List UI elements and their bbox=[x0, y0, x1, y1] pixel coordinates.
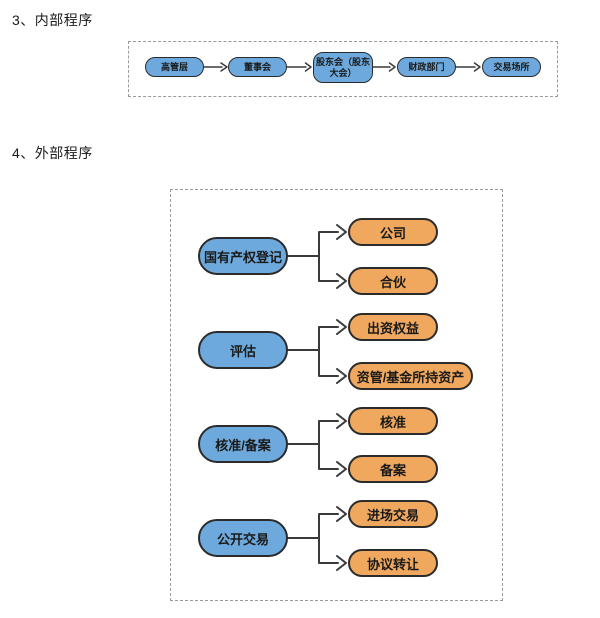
node-approval: 核准 bbox=[348, 407, 438, 435]
node-public-trading: 公开交易 bbox=[198, 519, 288, 557]
heading-internal-procedures: 3、内部程序 bbox=[12, 12, 93, 28]
node-filing: 备案 bbox=[348, 455, 438, 483]
node-evaluation: 评估 bbox=[198, 331, 288, 369]
flow-node-senior-management: 高管层 bbox=[145, 57, 204, 77]
node-agreement-transfer: 协议转让 bbox=[348, 549, 438, 577]
heading-external-procedures: 4、外部程序 bbox=[12, 145, 93, 161]
flow-node-trading-venue: 交易场所 bbox=[482, 57, 541, 77]
internal-flow-container bbox=[128, 41, 558, 97]
node-on-market-trading: 进场交易 bbox=[348, 500, 438, 528]
external-flow-container bbox=[170, 189, 503, 601]
node-partnership: 合伙 bbox=[348, 267, 438, 295]
flow-node-board-of-directors: 董事会 bbox=[228, 57, 287, 77]
flow-node-shareholders-meeting: 股东会（股东大会） bbox=[313, 52, 373, 83]
node-company: 公司 bbox=[348, 218, 438, 246]
node-asset-management-fund-assets: 资管/基金所持资产 bbox=[348, 362, 473, 390]
node-approval-filing: 核准/备案 bbox=[198, 425, 288, 463]
node-state-owned-property-registration: 国有产权登记 bbox=[198, 237, 288, 275]
node-capital-contribution-equity: 出资权益 bbox=[348, 313, 438, 341]
flow-node-finance-department: 财政部门 bbox=[397, 57, 456, 77]
